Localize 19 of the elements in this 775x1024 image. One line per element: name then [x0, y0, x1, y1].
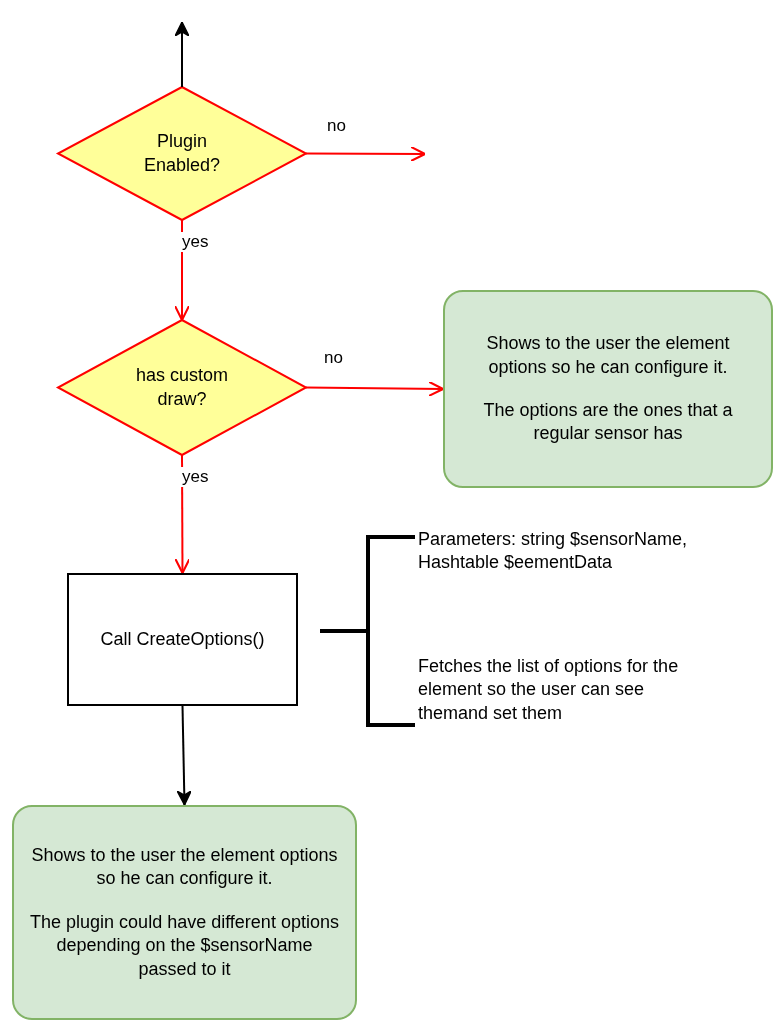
- node-text: Call CreateOptions(): [100, 627, 265, 651]
- edge-label: yes: [180, 232, 211, 252]
- process-box: [67, 573, 298, 706]
- note-box: [443, 290, 773, 488]
- node-text: Shows to the user the element options so he can configure it.: [30, 844, 339, 891]
- annotation-text: Parameters: string $sensorName, Hashtable $eementData: [418, 528, 688, 575]
- arrow: [305, 380, 445, 397]
- arrow: [174, 454, 191, 575]
- node-text: Shows to the user the element options so he can configure it.: [485, 332, 731, 379]
- node-text: has custom draw?: [134, 364, 229, 411]
- edge-label: yes: [180, 467, 211, 487]
- arrow: [305, 145, 427, 162]
- node-text: The options are the ones that a regular sensor has: [482, 399, 734, 446]
- arrow: [176, 705, 192, 806]
- arrow: [174, 21, 190, 88]
- note-box: [12, 805, 357, 1020]
- annotation-text: Fetches the list of options for the element so the user can see themand set them: [418, 655, 680, 725]
- node-text: Plugin Enabled?: [142, 130, 222, 177]
- node-text: The plugin could have different options depending on the $sensorName passed to it: [29, 910, 340, 981]
